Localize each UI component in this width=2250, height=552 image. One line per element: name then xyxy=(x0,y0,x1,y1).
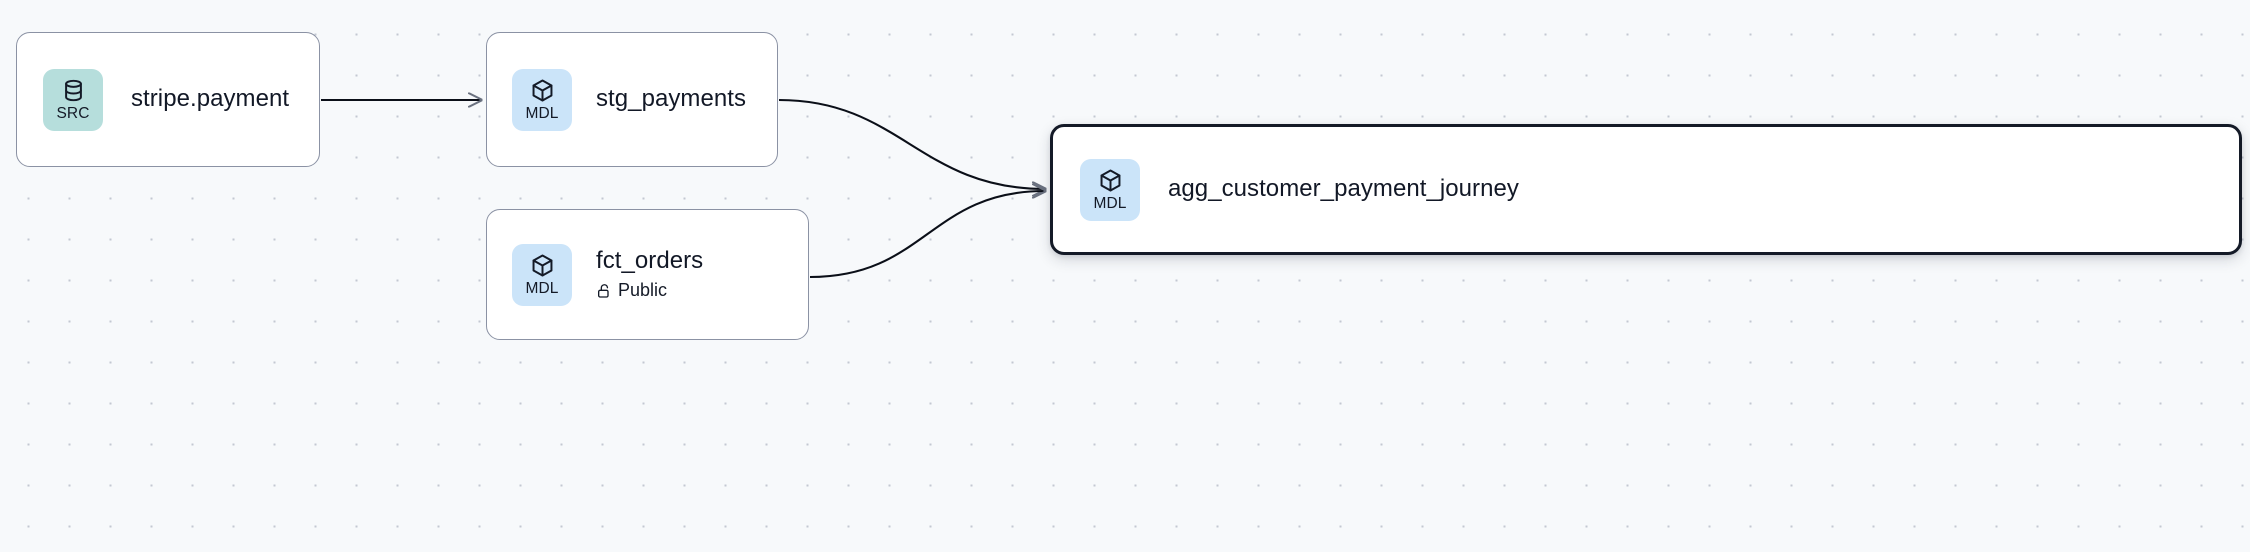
lineage-node-fct-orders[interactable]: MDL fct_orders Public xyxy=(486,209,809,340)
lineage-node-stripe-payment[interactable]: SRC stripe.payment xyxy=(16,32,320,167)
node-title: agg_customer_payment_journey xyxy=(1168,175,1519,203)
edge-stg-payments-to-agg-journey xyxy=(778,98,1045,189)
node-badge-label: MDL xyxy=(1093,194,1127,212)
node-visibility: Public xyxy=(596,280,703,302)
database-icon xyxy=(64,79,82,101)
node-label-group: stg_payments xyxy=(596,85,746,113)
cube-icon xyxy=(532,254,552,277)
node-badge-mdl: MDL xyxy=(512,68,572,131)
cube-icon xyxy=(532,79,552,102)
node-badge-label: SRC xyxy=(56,104,90,122)
lineage-node-stg-payments[interactable]: MDL stg_payments xyxy=(486,32,778,167)
node-label-group: stripe.payment xyxy=(131,85,289,113)
node-badge-label: MDL xyxy=(525,104,559,122)
lineage-node-agg-customer-payment-journey[interactable]: MDL agg_customer_payment_journey xyxy=(1050,124,2242,255)
node-title: stripe.payment xyxy=(131,85,290,113)
node-label-group: agg_customer_payment_journey xyxy=(1168,175,1519,203)
node-badge-label: MDL xyxy=(525,279,559,297)
node-label-group: fct_orders Public xyxy=(596,247,703,302)
node-badge-src: SRC xyxy=(43,68,103,131)
node-visibility-label: Public xyxy=(618,280,668,301)
cube-icon xyxy=(1100,169,1120,192)
node-title: fct_orders xyxy=(596,247,704,275)
edge-fct-orders-to-agg-journey xyxy=(809,191,1045,279)
node-badge-mdl: MDL xyxy=(512,243,572,306)
node-badge-mdl: MDL xyxy=(1080,158,1140,221)
unlock-icon xyxy=(598,284,609,298)
node-title: stg_payments xyxy=(596,85,747,113)
